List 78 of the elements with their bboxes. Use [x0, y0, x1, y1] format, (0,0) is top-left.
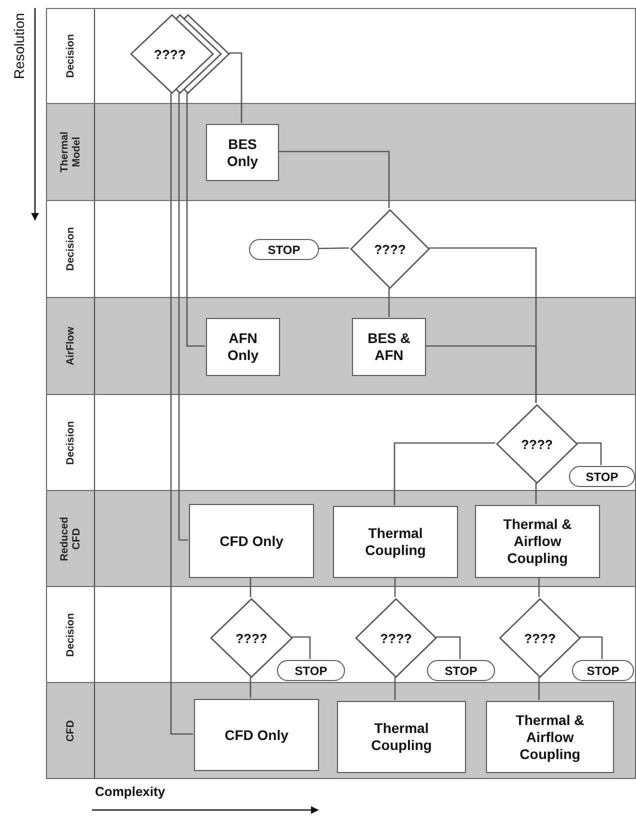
- connector-line: [186, 93, 205, 347]
- lane-label: Reduced CFD: [58, 515, 82, 562]
- lane-label: Decision: [64, 612, 76, 658]
- process-box: [206, 124, 279, 181]
- node-label: STOP: [586, 664, 620, 678]
- connector-line: [388, 288, 390, 317]
- connector-line: [318, 247, 350, 250]
- decision-diamond: [210, 598, 293, 678]
- node-label: CFD Only: [220, 532, 284, 550]
- decision-diamond: [350, 209, 430, 289]
- node-label: CFD Only: [224, 726, 288, 744]
- decision-diamond: [496, 404, 578, 484]
- node-label: ????: [374, 242, 406, 256]
- node-label: Thermal Coupling: [364, 525, 427, 559]
- stop-terminal: [427, 660, 495, 681]
- stacked-decision-diamond: [130, 14, 230, 94]
- lane-label: CFD: [64, 718, 76, 744]
- node-label: ????: [380, 630, 412, 646]
- swimlane-band: [46, 586, 636, 683]
- decision-diamond: [499, 598, 581, 678]
- process-box: [194, 699, 319, 771]
- swimlane-band: [46, 8, 636, 104]
- process-box: [189, 504, 314, 578]
- connector-line: [394, 677, 396, 700]
- connector-line: [425, 345, 537, 403]
- swimlane-band: [46, 394, 636, 491]
- swimlane-band: [46, 682, 636, 779]
- connector-line: [577, 442, 602, 465]
- node-label: STOP: [586, 470, 618, 484]
- stop-terminal: [249, 239, 319, 260]
- axis-label: Complexity: [95, 784, 166, 799]
- process-box: [486, 701, 614, 773]
- process-box: [475, 505, 600, 578]
- node-label: Thermal & Airflow Coupling: [514, 712, 586, 762]
- connector-line: [394, 442, 495, 505]
- process-box: [352, 318, 426, 376]
- node-label: AFN Only: [226, 330, 260, 364]
- stop-terminal: [572, 660, 634, 681]
- stop-terminal: [277, 660, 345, 681]
- swimlane-band: [46, 297, 636, 395]
- connector-line: [250, 577, 252, 597]
- swimlane-band: [46, 103, 636, 201]
- node-label: Thermal Coupling: [370, 720, 433, 754]
- stop-terminal: [569, 466, 635, 487]
- connector-line: [229, 52, 242, 123]
- connector-line: [278, 150, 390, 208]
- decision-diamond: [355, 598, 437, 678]
- axis-label: Resolution: [11, 12, 27, 82]
- node-label: ????: [154, 46, 186, 62]
- connector-line: [580, 636, 603, 659]
- connector-line: [538, 677, 540, 700]
- process-box: [337, 701, 466, 773]
- node-label: Thermal & Airflow Coupling: [502, 516, 573, 567]
- connector-line: [292, 636, 311, 659]
- connector-line: [394, 577, 396, 597]
- lane-label: Decision: [64, 420, 76, 466]
- process-box: [206, 318, 280, 376]
- node-label: STOP: [444, 664, 478, 678]
- connector-line: [535, 483, 537, 504]
- connector-line: [250, 677, 252, 698]
- lane-label: Decision: [64, 33, 76, 80]
- swimlane-band: [46, 490, 636, 587]
- connector-line: [538, 577, 540, 597]
- swimlane-band: [46, 200, 636, 298]
- node-label: ????: [521, 436, 553, 452]
- node-label: ????: [524, 630, 556, 646]
- connector-line: [178, 93, 188, 541]
- process-box: [333, 506, 458, 578]
- node-label: ????: [236, 630, 268, 646]
- lane-label: Thermal Model: [58, 130, 82, 174]
- node-label: STOP: [294, 664, 328, 678]
- node-label: BES & AFN: [366, 330, 412, 364]
- node-label: STOP: [268, 242, 300, 256]
- connector-line: [170, 93, 193, 735]
- lane-label: AirFlow: [64, 326, 76, 368]
- lane-label: Decision: [64, 226, 76, 272]
- connector-line: [436, 636, 461, 659]
- node-label: BES Only: [226, 136, 260, 170]
